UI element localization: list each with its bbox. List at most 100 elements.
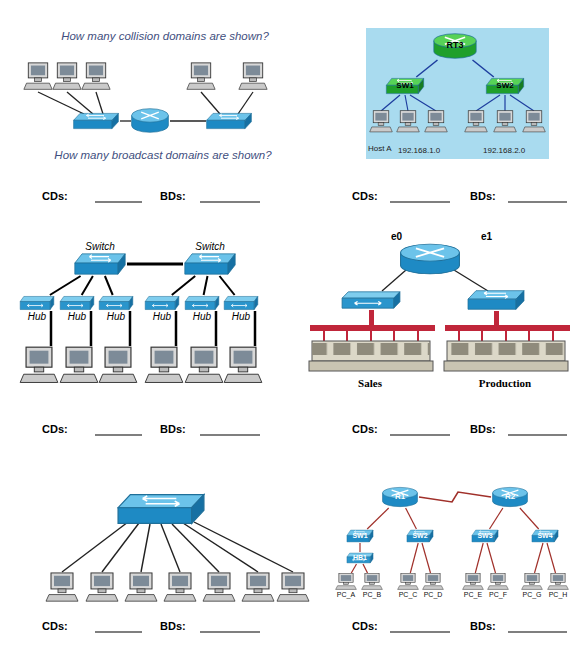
network-link: [359, 543, 360, 552]
device-icon: [335, 573, 357, 591]
keyboard-row: [444, 361, 568, 371]
wire: [382, 270, 406, 291]
device-icon: [487, 573, 509, 591]
device-icon: [397, 573, 419, 591]
network-link: [367, 508, 389, 529]
device-label: SW1: [385, 82, 425, 91]
device-icon: [183, 252, 237, 276]
wire: [50, 311, 53, 346]
wire: [38, 92, 84, 114]
answer-prompt: BDs:: [160, 423, 186, 436]
wire: [194, 522, 293, 572]
wire: [67, 92, 93, 114]
router-icon: [401, 244, 460, 274]
network-link: [419, 492, 491, 502]
pc-icon: [60, 347, 98, 382]
pc-icon: [277, 573, 309, 601]
pc-icon: [187, 63, 215, 89]
network-link: [172, 276, 195, 295]
pc-icon: [224, 347, 262, 382]
router-node: RT3: [432, 32, 478, 60]
device-label: Switch: [195, 241, 224, 252]
pc-icon: [523, 111, 546, 132]
wire: [62, 522, 128, 572]
pc-node: PC_B: [361, 573, 383, 599]
question-text: How many broadcast domains are shown?: [54, 149, 271, 162]
wire: [141, 524, 150, 572]
pc-icon: [24, 63, 52, 89]
keyboard-row: [309, 361, 433, 371]
panel-2-wires: [381, 95, 534, 111]
answer-prompt: CDs:: [42, 190, 68, 203]
pc-icon: [20, 347, 58, 382]
pc-icon: [239, 63, 267, 89]
network-link: [487, 543, 496, 573]
drop-line: [494, 311, 499, 326]
wire: [405, 95, 408, 111]
network-link: [410, 543, 418, 573]
bus-line: [310, 325, 435, 331]
device-icon: [521, 573, 543, 591]
wire: [96, 92, 103, 114]
wire: [90, 311, 93, 346]
device-icon: [144, 295, 180, 311]
answer-prompt: BDs:: [470, 423, 496, 436]
panel-3-wires: [51, 311, 255, 346]
device-symbol: [185, 296, 219, 309]
wire: [476, 95, 500, 111]
lan-bus: [310, 310, 570, 341]
lan-name: Sales: [358, 377, 382, 390]
pc-icon: [86, 573, 118, 601]
pc-icon: [185, 347, 223, 382]
device-symbol: [347, 553, 373, 563]
hub-node: HB1: [346, 552, 374, 564]
hub-node: Hub: [59, 295, 95, 322]
device-icon: [59, 295, 95, 311]
pc-icon: [125, 573, 157, 601]
pc-node: PC_H: [547, 573, 569, 599]
device-label: Hub: [28, 311, 46, 322]
switch-node: SW3: [471, 529, 499, 543]
wire: [215, 311, 218, 346]
network-link: [473, 60, 494, 77]
device-symbol: [347, 530, 373, 542]
pc-node: PC_C: [397, 573, 419, 599]
wire: [454, 270, 488, 291]
answer-prompt: CDs:: [42, 423, 68, 436]
panel-5-wires: [62, 522, 293, 572]
device-label: PC_A: [337, 591, 355, 599]
switch-node: SW2: [485, 77, 525, 95]
network-link: [490, 508, 503, 529]
answer-prompt: CDs:: [352, 620, 378, 633]
pc-node: PC_A: [335, 573, 357, 599]
device-symbol: [75, 254, 125, 274]
device-icon: [19, 295, 55, 311]
device-label: PC_D: [424, 591, 443, 599]
question-text: How many collision domains are shown?: [61, 30, 269, 43]
device-symbol: [20, 296, 54, 309]
switch-node: Switch: [73, 241, 127, 276]
pc-icon: [53, 63, 81, 89]
answer-prompt: CDs:: [352, 190, 378, 203]
drop-line: [369, 310, 374, 326]
monitor-screens: [312, 341, 430, 361]
device-icon: [462, 573, 484, 591]
network-link: [204, 276, 208, 295]
pc-node: PC_F: [487, 573, 509, 599]
switch-icon: [118, 495, 204, 524]
answer-prompt: BDs:: [470, 190, 496, 203]
device-symbol: [488, 574, 509, 590]
device-symbol: [463, 574, 484, 590]
answer-blanks: [95, 202, 567, 632]
pc-icon: [242, 573, 274, 601]
monitor-screens: [447, 341, 565, 361]
pc-icon: [397, 111, 420, 132]
switch-node: SW1: [385, 77, 425, 95]
device-label: PC_F: [489, 591, 507, 599]
interface-label: e0: [391, 231, 402, 243]
switch-node: SW4: [531, 529, 559, 543]
network-address: 192.168.2.0: [483, 146, 525, 155]
interface-label: e1: [481, 231, 492, 243]
